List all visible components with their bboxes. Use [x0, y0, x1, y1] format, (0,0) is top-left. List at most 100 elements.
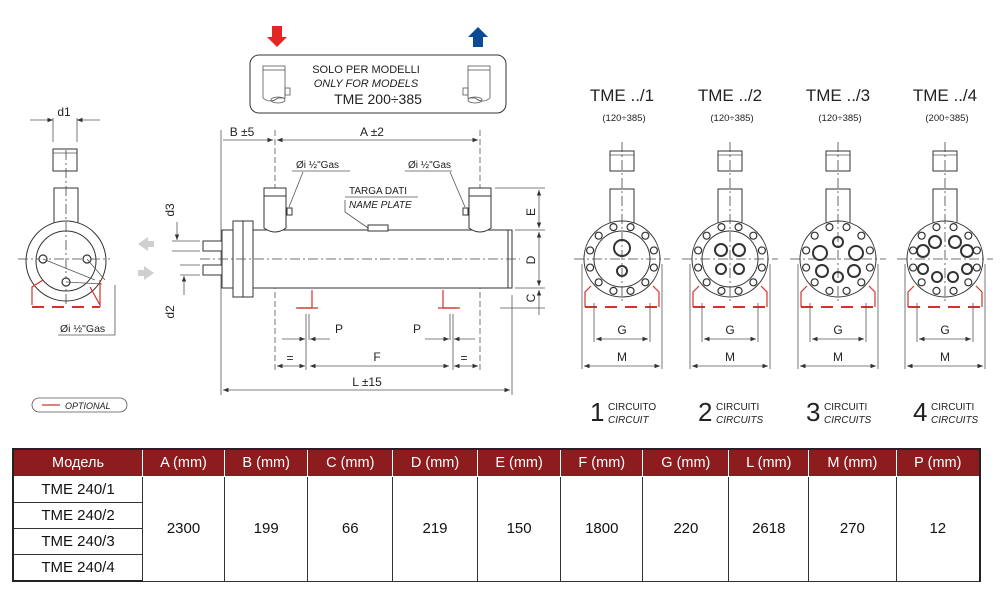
- circuit-en: CIRCUIT: [608, 415, 649, 426]
- header-model: Модель: [12, 448, 143, 477]
- model-cell: TME 240/2: [12, 502, 143, 529]
- p-right-dimension: P: [413, 322, 421, 336]
- a-dimension: A ±2: [360, 125, 384, 139]
- table-row: TME 240/2: [12, 502, 980, 529]
- inflow-arrow-icon: [138, 266, 154, 280]
- header-col: C (mm): [307, 448, 394, 477]
- variant-3: TME ../3 (120÷385) GM 3 CIRCUITI CIRCUITS: [790, 86, 886, 427]
- variant-range: (120÷385): [602, 113, 645, 124]
- header-col: M (mm): [808, 448, 897, 477]
- d2-label: d2: [163, 305, 177, 319]
- table-row: TME 240/3: [12, 528, 980, 555]
- g-dimension: G: [617, 323, 626, 337]
- m-dimension: M: [940, 350, 950, 364]
- header-col: D (mm): [392, 448, 478, 477]
- optional-label: OPTIONAL: [65, 401, 111, 411]
- value-cell: 1800: [560, 476, 644, 582]
- header-col: L (mm): [728, 448, 810, 477]
- header-col: G (mm): [642, 448, 730, 477]
- value-cell: 199: [223, 476, 309, 582]
- l-dimension: L ±15: [352, 375, 382, 389]
- name-plate-it: TARGA DATI: [349, 186, 407, 197]
- e-dimension: E: [524, 208, 538, 216]
- g-dimension: G: [725, 323, 734, 337]
- circuit-en: CIRCUITS: [824, 415, 872, 426]
- model-cell: TME 240/1: [12, 476, 143, 503]
- eq-left: =: [286, 351, 293, 365]
- variant-range: (120÷385): [818, 113, 861, 124]
- header-col: B (mm): [223, 448, 309, 477]
- eq-right: =: [460, 351, 467, 365]
- circuit-number: 3: [806, 397, 820, 427]
- front-view: B ±5 A ±2 Øi ½"Gas Øi ½"Gas TARGA DATI N…: [163, 125, 545, 395]
- notice-line-1: SOLO PER MODELLI: [312, 64, 420, 76]
- optional-legend: OPTIONAL: [31, 397, 128, 413]
- circuit-it: CIRCUITI: [824, 402, 867, 413]
- name-plate: [367, 224, 389, 232]
- circuit-number: 1: [590, 397, 604, 427]
- c-dimension: C: [524, 293, 538, 302]
- value-cell: 12: [895, 476, 981, 582]
- value-cell: 2618: [728, 476, 810, 582]
- header-col: A (mm): [142, 448, 225, 477]
- notice-line-2: ONLY FOR MODELS: [314, 78, 419, 90]
- variant-title: TME ../3: [806, 86, 870, 105]
- gas-left-label: Øi ½"Gas: [296, 160, 339, 171]
- circuit-it: CIRCUITI: [716, 402, 759, 413]
- m-dimension: M: [617, 350, 627, 364]
- variant-1: TME ../1 (120÷385) GM 1 CIRCUITO CIRCUIT: [574, 86, 670, 427]
- circuit-it: CIRCUITI: [931, 402, 974, 413]
- gas-right-label: Øi ½"Gas: [408, 160, 451, 171]
- value-cell: 2300: [142, 476, 225, 582]
- circuit-number: 2: [698, 397, 712, 427]
- side-gas-label: Øi ½"Gas: [60, 323, 105, 335]
- header-col: F (mm): [560, 448, 644, 477]
- circuit-number: 4: [913, 397, 927, 427]
- m-dimension: M: [833, 350, 843, 364]
- value-cell: 270: [808, 476, 897, 582]
- circuit-en: CIRCUITS: [716, 415, 764, 426]
- d-dimension: D: [524, 255, 538, 264]
- d1-label: d1: [57, 105, 71, 119]
- valve-icon-right: [462, 65, 491, 104]
- circuit-en: CIRCUITS: [931, 415, 979, 426]
- variant-title: TME ../4: [913, 86, 977, 105]
- b-dimension: B ±5: [230, 125, 255, 139]
- model-cell: TME 240/4: [12, 554, 143, 582]
- variant-range: (120÷385): [710, 113, 753, 124]
- technical-drawing: SOLO PER MODELLI ONLY FOR MODELS TME 200…: [18, 26, 993, 427]
- value-cell: 219: [392, 476, 478, 582]
- d3-label: d3: [163, 203, 177, 217]
- variant-range: (200÷385): [925, 113, 968, 124]
- down-arrow-icon: [267, 26, 287, 47]
- header-col: E (mm): [476, 448, 562, 477]
- p-left-dimension: P: [335, 322, 343, 336]
- value-cell: 66: [307, 476, 394, 582]
- side-view: d1 Øi ½"Gas: [18, 105, 154, 336]
- g-dimension: G: [833, 323, 842, 337]
- name-plate-en: NAME PLATE: [349, 200, 412, 211]
- g-dimension: G: [940, 323, 949, 337]
- model-cell: TME 240/3: [12, 528, 143, 555]
- circuit-it: CIRCUITO: [608, 402, 656, 413]
- variant-title: TME ../2: [698, 86, 762, 105]
- variant-4: TME ../4 (200÷385) GM 4 CIRCUITI CIRCUITS: [897, 86, 993, 427]
- valve-icon-left: [262, 65, 291, 104]
- value-cell: 220: [642, 476, 730, 582]
- value-cell: 150: [476, 476, 562, 582]
- notice-frame: [249, 54, 507, 114]
- header-col: P (mm): [895, 448, 981, 477]
- up-arrow-icon: [468, 27, 488, 47]
- variant-2: TME ../2 (120÷385) GM 2 CIRCUITI CIRCUITS: [682, 86, 778, 427]
- f-dimension: F: [373, 350, 380, 364]
- outflow-arrow-icon: [138, 237, 154, 251]
- notice-line-3: TME 200÷385: [334, 91, 422, 107]
- variant-title: TME ../1: [590, 86, 654, 105]
- models-notice: SOLO PER MODELLI ONLY FOR MODELS TME 200…: [249, 26, 507, 114]
- m-dimension: M: [725, 350, 735, 364]
- table-row: TME 240/4: [12, 554, 980, 582]
